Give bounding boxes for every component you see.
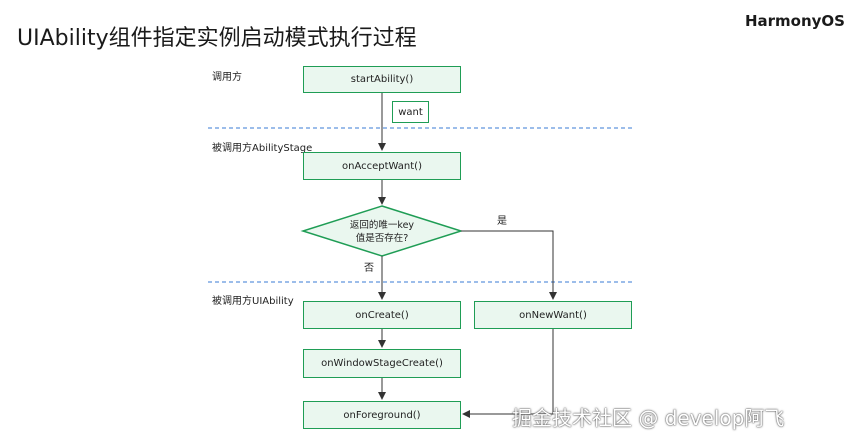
- node-on-foreground: onForeground(): [303, 401, 461, 429]
- node-on-accept-want: onAcceptWant(): [303, 152, 461, 180]
- watermark: 掘金技术社区 @ develop阿飞: [512, 406, 785, 430]
- node-on-create: onCreate(): [303, 301, 461, 329]
- arrow-decision-yes-to-newwant: [461, 230, 557, 300]
- node-on-window-stage-create: onWindowStageCreate(): [303, 349, 461, 378]
- harmonyos-logo: HarmonyOS: [744, 12, 845, 30]
- page-title: UIAbility组件指定实例启动模式执行过程: [17, 26, 417, 51]
- decision-label: 返回的唯一key 值是否存在?: [332, 219, 432, 245]
- node-on-new-want: onNewWant(): [474, 301, 632, 329]
- param-want: want: [392, 101, 429, 123]
- lane-label-abilitystage: 被调用方AbilityStage: [212, 143, 313, 154]
- node-start-ability: startAbility(): [303, 66, 461, 93]
- decision-label-line2: 值是否存在?: [355, 233, 409, 244]
- edge-label-yes: 是: [497, 216, 507, 227]
- lane-label-caller: 调用方: [212, 72, 242, 83]
- lane-label-uiability: 被调用方UIAbility: [212, 296, 294, 307]
- edge-label-no: 否: [364, 263, 374, 274]
- arrow-newwant-to-foreground: [462, 329, 554, 418]
- decision-label-line1: 返回的唯一key: [349, 220, 415, 231]
